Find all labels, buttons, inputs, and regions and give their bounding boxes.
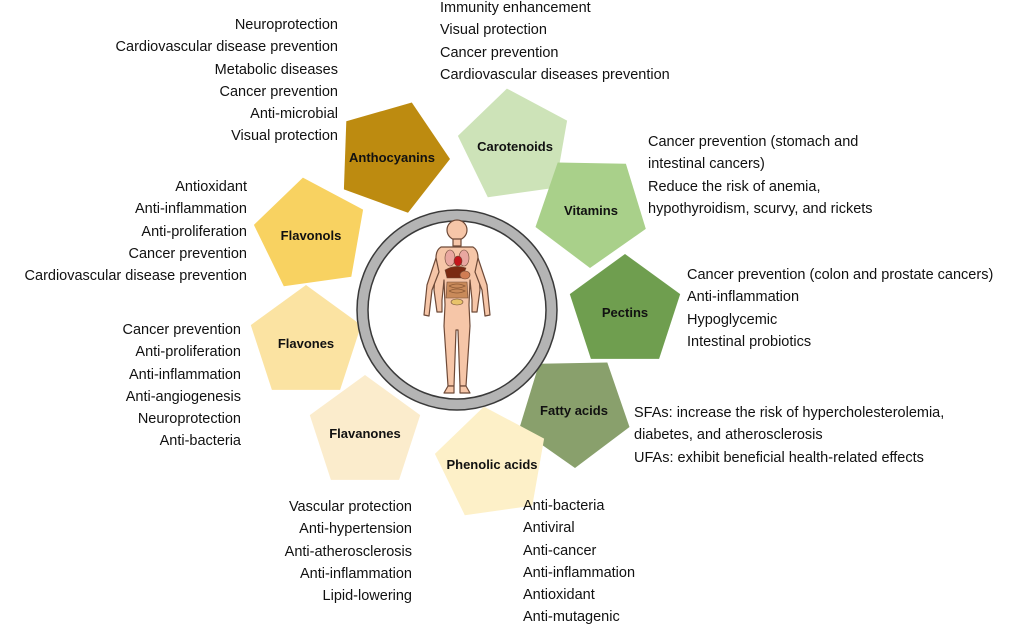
flavanones-pentagon [309,375,421,480]
effect-item: Cancer prevention (colon and prostate ca… [687,267,994,283]
effect-item: Anti-angiogenesis [125,388,241,405]
effect-item: Anti-inflammation [687,289,800,306]
flavones-pentagon [250,285,362,390]
effect-item: Cancer prevention [122,322,242,338]
effect-item: Lipid-lowering [322,588,412,605]
effect-item: Anti-inflammation [128,366,241,383]
effect-item: Anti-bacteria [523,498,605,514]
effect-item: Cancer prevention (stomach and [648,134,859,150]
effect-item: Anti-bacteria [159,433,241,450]
effect-item: Cardiovascular disease prevention [24,268,247,285]
effect-item: diabetes, and atherosclerosis [634,427,823,444]
effect-item: Antiviral [523,520,575,537]
effect-item: Visual protection [231,128,338,145]
effect-item: Anti-inflammation [134,201,247,218]
anthocyanins-label: Anthocyanins [349,150,435,165]
flavonols-label: Flavonols [281,228,342,243]
anthocyanins-pentagon [343,102,450,213]
effect-item: Anti-inflammation [523,564,636,581]
effect-item: Anti-hypertension [299,521,412,538]
human-body-anatomy-icon [423,219,491,394]
effect-item: Neuroprotection [234,17,338,33]
effect-item: Intestinal probiotics [687,333,812,350]
flavonols-pentagon [253,177,364,287]
effect-item: Cardiovascular disease prevention [115,39,338,56]
pectins-effects-list: Cancer prevention (colon and prostate ca… [687,264,993,353]
phenolic-acids-pentagon [434,406,545,516]
fatty-acids-pentagon [519,362,630,468]
effect-item: UFAs: exhibit beneficial health-related … [634,449,924,466]
vitamins-effects-list: Cancer prevention (stomach and intestinal… [648,131,873,220]
effect-item: Reduce the risk of anemia, [648,178,821,195]
vitamins-pentagon [535,162,646,268]
phenolic-acids-label: Phenolic acids [446,457,537,472]
effect-item: Vascular protection [288,499,412,515]
carotenoids-pentagon [457,88,568,198]
fatty-acids-label: Fatty acids [540,403,608,418]
effect-item: Anti-proliferation [141,223,247,240]
effect-item: Cardiovascular diseases prevention [440,66,670,83]
effect-item: Antioxidant [523,587,595,604]
effect-item: Visual protection [440,22,547,39]
carotenoids-label: Carotenoids [477,139,553,154]
flavones-label: Flavones [278,336,334,351]
flavanones-label: Flavanones [329,426,401,441]
effect-item: intestinal cancers) [648,156,765,173]
effect-item: Metabolic diseases [214,61,338,78]
effect-item: Anti-microbial [250,106,338,123]
pentagon-group: Anthocyanins CarotenoidsVitaminsPectinsFa… [250,88,681,516]
pectins-label: Pectins [602,305,648,320]
effect-item: Hypoglycemic [687,311,778,328]
effect-item: Neuroprotection [137,411,241,428]
effect-item: SFAs: increase the risk of hypercholeste… [634,405,945,421]
vitamins-label: Vitamins [564,203,618,218]
effect-item: Anti-proliferation [135,344,241,361]
effect-item: Cancer prevention [440,44,559,61]
effect-item: Anti-mutagenic [523,609,620,626]
effect-item: Cancer prevention [219,83,339,100]
fatty-acids-effects-list: SFAs: increase the risk of hypercholeste… [634,402,944,469]
effect-item: Anti-cancer [523,542,597,559]
effect-item: hypothyroidism, scurvy, and rickets [648,200,873,217]
effect-item: Antioxidant [175,179,247,195]
effect-item: Anti-inflammation [299,565,412,582]
effect-item: Immunity enhancement [440,0,591,16]
effect-item: Anti-atherosclerosis [284,543,412,560]
effect-item: Cancer prevention [128,245,248,262]
pectins-pentagon [569,254,681,359]
